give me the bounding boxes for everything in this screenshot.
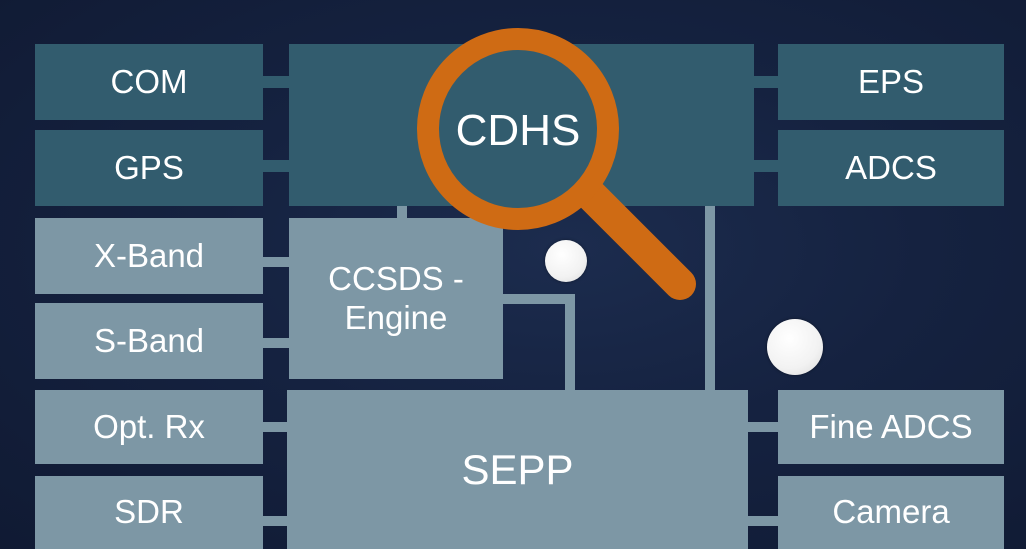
connector-xband-ccsds bbox=[263, 257, 289, 267]
xband-label: X-Band bbox=[93, 236, 205, 274]
indicator-dot-lower bbox=[767, 319, 823, 375]
connector-cdhs-adcs bbox=[754, 160, 778, 172]
camera-block: Camera bbox=[778, 476, 1004, 549]
connector-cdhs-eps bbox=[754, 76, 778, 88]
optrx-block: Opt. Rx bbox=[35, 390, 263, 464]
fine-adcs-block: Fine ADCS bbox=[778, 390, 1004, 464]
connector-sdr-sepp bbox=[263, 516, 287, 526]
connector-ccsds-sepp-v bbox=[565, 294, 575, 390]
xband-block: X-Band bbox=[35, 218, 263, 294]
fine-adcs-label: Fine ADCS bbox=[809, 407, 973, 445]
connector-gps-cdhs bbox=[263, 160, 289, 172]
indicator-dot-upper bbox=[545, 240, 587, 282]
com-label: COM bbox=[110, 62, 188, 100]
connector-cdhs-ccsds bbox=[397, 204, 407, 220]
optrx-label: Opt. Rx bbox=[93, 407, 205, 445]
connector-sepp-camera bbox=[748, 516, 778, 526]
connector-com-cdhs bbox=[263, 76, 289, 88]
adcs-block: ADCS bbox=[778, 130, 1004, 206]
ccsds-engine-block: CCSDS - Engine bbox=[289, 218, 503, 379]
sepp-label: SEPP bbox=[461, 445, 574, 493]
sband-label: S-Band bbox=[93, 321, 205, 359]
ccsds-engine-label: CCSDS - Engine bbox=[328, 259, 464, 336]
sepp-block: SEPP bbox=[287, 390, 748, 549]
gps-label: GPS bbox=[114, 148, 184, 186]
connector-ccsds-sepp-h bbox=[503, 294, 575, 304]
sdr-label: SDR bbox=[114, 493, 184, 531]
adcs-label: ADCS bbox=[845, 148, 937, 186]
sdr-block: SDR bbox=[35, 476, 263, 549]
connector-sepp-fineadcs bbox=[748, 422, 778, 432]
eps-block: EPS bbox=[778, 44, 1004, 120]
sband-block: S-Band bbox=[35, 303, 263, 379]
cdhs-block bbox=[289, 44, 754, 206]
eps-label: EPS bbox=[857, 62, 925, 100]
gps-block: GPS bbox=[35, 130, 263, 206]
connector-sband-ccsds bbox=[263, 338, 289, 348]
camera-label: Camera bbox=[832, 493, 950, 531]
connector-cdhs-sepp bbox=[705, 204, 715, 390]
connector-optrx-sepp bbox=[263, 422, 287, 432]
com-block: COM bbox=[35, 44, 263, 120]
